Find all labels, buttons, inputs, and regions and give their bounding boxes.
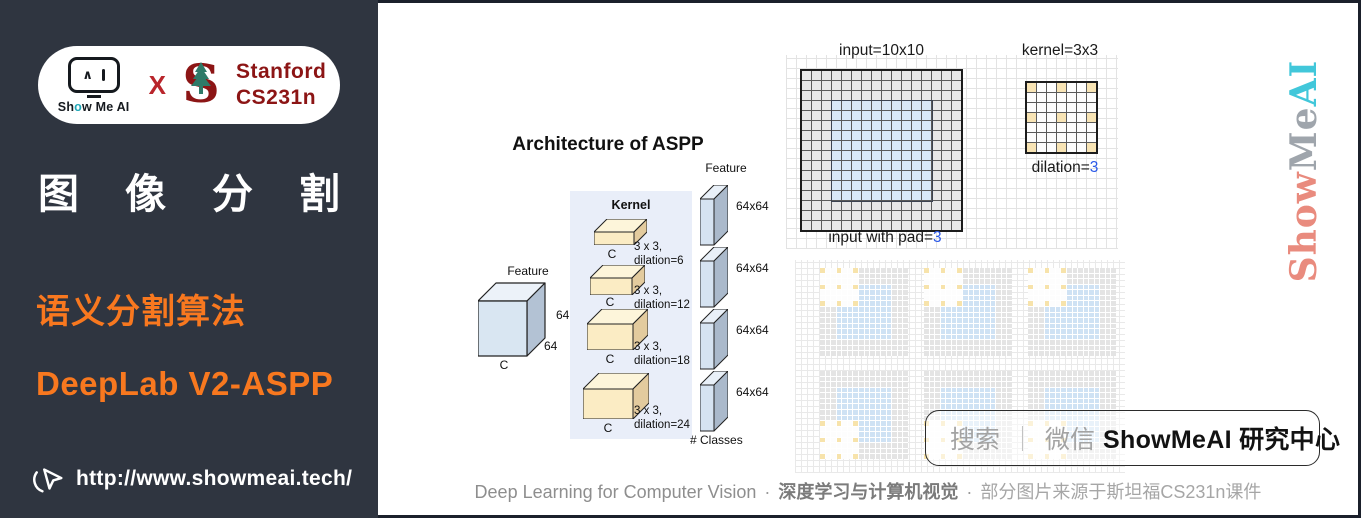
kernel-channel: C [605,352,615,366]
collab-x: X [148,69,166,100]
robot-eye-right [101,68,105,81]
padded-input-grid-wrap [800,69,963,232]
classes-label: # Classes [690,433,743,447]
kernel-dilation-label: 3 x 3, dilation=24 [634,405,690,431]
map-size-label: 64x64 [736,199,769,213]
feature-cube-graphic [478,282,546,357]
website-url[interactable]: http://www.showmeai.tech/ [76,467,353,490]
website-link[interactable]: http://www.showmeai.tech/ [32,462,352,496]
search-placeholder: 搜索 [950,426,1001,454]
wechat-label: 微信 [1045,426,1096,454]
kernel-dilation-label: 3 x 3, dilation=6 [634,241,684,267]
map-size-label: 64x64 [736,323,769,337]
kernel-box-graphic [594,219,647,245]
pad-label: input with pad=3 [828,229,942,246]
kernel-size-label: kernel=3x3 [1021,42,1099,59]
map-size-label: 64x64 [736,385,769,399]
slide-footer: Deep Learning for Computer Vision·深度学习与计… [474,482,1262,502]
conv-frame [820,268,908,356]
diagram-title: Architecture of ASPP [512,134,704,155]
input-feature-label: Feature [507,264,549,278]
conv-frame [820,371,908,459]
input-size-label: input=10x10 [839,42,924,59]
kernel-channel: C [603,421,613,435]
brand-account-name: ShowMeAI 研究中心 [1103,426,1341,454]
map-size-label: 64x64 [736,261,769,275]
kernel-box-graphic [590,265,645,295]
kernel-box-graphic [583,373,649,419]
conv-frame [924,268,1012,356]
robot-eye-left: ∧ [82,67,93,82]
dilation-label: dilation=3 [1031,159,1099,176]
search-separator: ｜ [1010,426,1036,454]
kernel-panel-title: Kernel [611,198,651,212]
showmeai-wordmark: Show Me AI [57,99,130,114]
kernel-panel: Kernel C 3 x 3, dilation=6 C 3 x 3, dila… [570,191,692,439]
stanford-course-label: Stanford CS231n [236,60,327,109]
robot-icon: ∧ [67,56,120,93]
cube-channel-label: C [499,358,509,372]
conv-frame [1028,268,1116,356]
kernel-channel: C [605,295,615,309]
feature-map-slab [700,185,728,246]
sidebar: ∧ Show Me AI X S Stanford CS231n 图 像 分 割… [0,0,378,518]
showmeai-watermark: ShowMeAI [1283,59,1325,283]
kernel-dilation-label: 3 x 3, dilation=12 [634,285,690,311]
robot-chin [86,94,101,98]
page-title: 图 像 分 割 [38,171,340,217]
cursor-icon [33,468,63,493]
cube-dim-height: 64 [556,308,570,322]
input-grid [800,69,963,232]
feature-map-slab [700,247,728,308]
output-feature-label: Feature [705,161,747,175]
brand-badge: ∧ Show Me AI X S Stanford CS231n [38,46,340,124]
kernel-dilation-label: 3 x 3, dilation=18 [634,341,690,367]
dilated-kernel-grid [1025,81,1098,154]
showmeai-logo: ∧ Show Me AI [52,56,136,114]
kernel-channel: C [607,247,617,261]
feature-map-slab [700,309,728,370]
wechat-search-bar[interactable]: 搜索 ｜ 微信 ShowMeAI 研究中心 [925,410,1340,466]
slide-content: ShowMeAI Architecture of ASPP Feature 64… [378,0,1361,518]
cube-dim-width: 64 [544,339,558,353]
stanford-logo: S [182,54,220,115]
feature-map-slab [700,371,728,432]
kernel-box-graphic [587,309,648,350]
topic-subtitle: DeepLab V2-ASPP [36,365,334,402]
section-subtitle: 语义分割算法 [36,293,246,331]
